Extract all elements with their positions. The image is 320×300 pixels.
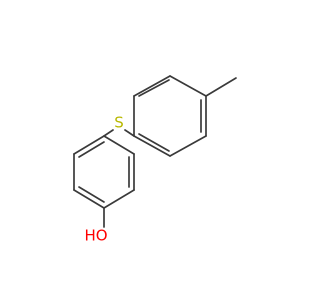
sulfur-atom-label: S bbox=[114, 114, 124, 132]
bond-upper-ring-4 bbox=[169, 135, 207, 157]
bond-methyl bbox=[205, 77, 237, 97]
molecule-diagram: S HO bbox=[73, 75, 237, 245]
bond-upper-ring-1 bbox=[133, 75, 171, 97]
bond-sulfur-ring bbox=[103, 129, 114, 137]
bond-lower-ring-6 bbox=[73, 135, 105, 155]
bond-ring-sulfur bbox=[124, 129, 135, 137]
hydroxyl-group-label: HO bbox=[84, 227, 107, 245]
bond-lower-ring-4-inner bbox=[78, 186, 105, 203]
bonds bbox=[73, 75, 237, 228]
bond-lower-ring-6-inner bbox=[78, 141, 105, 158]
bond-lower-ring-4 bbox=[73, 189, 105, 209]
bond-upper-ring-1-inner bbox=[138, 79, 170, 97]
bond-upper-ring-5 bbox=[133, 135, 171, 157]
atom-labels: S HO bbox=[84, 114, 123, 245]
bond-lower-ring-3 bbox=[103, 189, 135, 209]
bond-upper-ring-2 bbox=[169, 75, 207, 97]
bond-upper-ring-5-inner bbox=[138, 133, 170, 152]
bond-lower-ring-1 bbox=[103, 135, 135, 155]
